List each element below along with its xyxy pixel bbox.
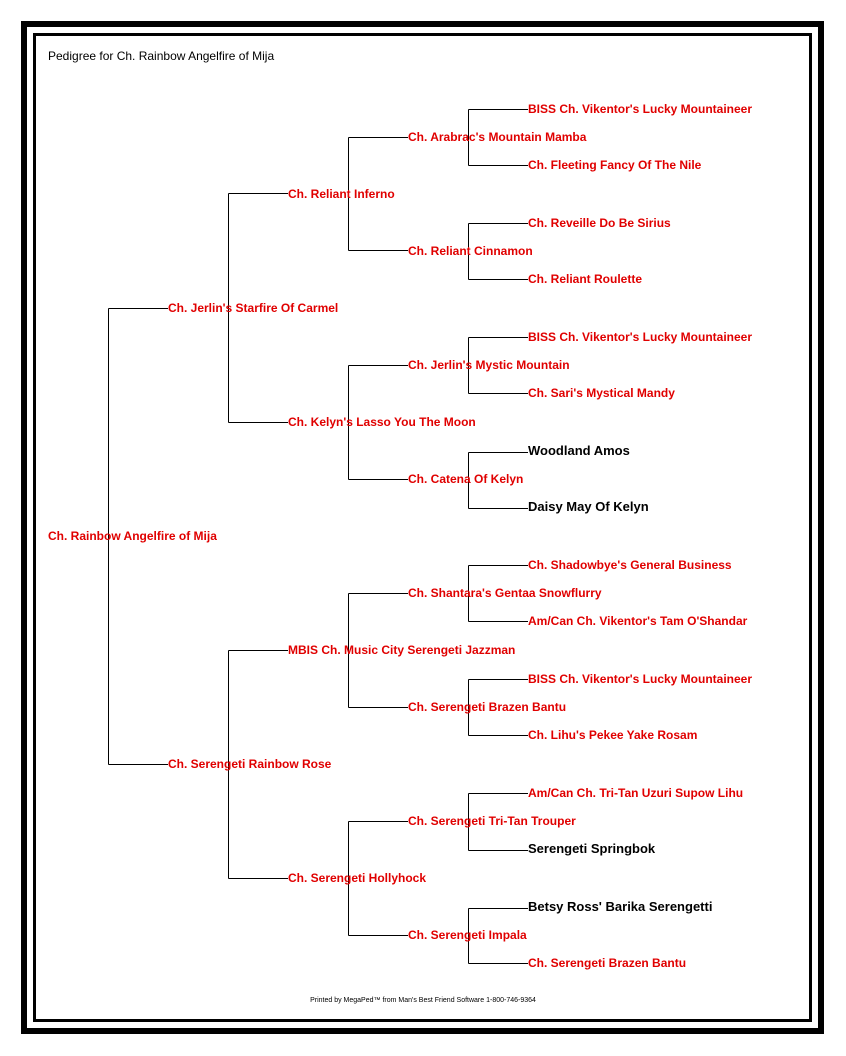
sire-name: Ch. Jerlin's Starfire Of Carmel	[168, 301, 339, 315]
gen4-dsd-name: Ch. Serengeti Brazen Bantu	[408, 700, 567, 714]
gen4-ssd-name: Ch. Reliant Cinnamon	[408, 244, 533, 258]
gen5-dddd-name: Ch. Serengeti Brazen Bantu	[528, 956, 687, 970]
gen5-dssd-name: Am/Can Ch. Vikentor's Tam O'Shandar	[528, 614, 748, 628]
gen5-sssd-name: Ch. Fleeting Fancy Of The Nile	[528, 158, 702, 172]
gen4-ddd-name: Ch. Serengeti Impala	[408, 928, 527, 942]
gen5-ssds-name: Ch. Reveille Do Be Sirius	[528, 216, 671, 230]
gen5-ddss-name: Am/Can Ch. Tri-Tan Uzuri Supow Lihu	[528, 786, 744, 800]
gen4-dds-name: Ch. Serengeti Tri-Tan Trouper	[408, 814, 576, 828]
gen4-dss-name: Ch. Shantara's Gentaa Snowflurry	[408, 586, 602, 600]
outer-border	[21, 21, 824, 1034]
gen5-sdsd-name: Ch. Sari's Mystical Mandy	[528, 386, 675, 400]
dam-name: Ch. Serengeti Rainbow Rose	[168, 757, 332, 771]
dam-sire-name: MBIS Ch. Music City Serengeti Jazzman	[288, 643, 516, 657]
gen5-ssdd-name: Ch. Reliant Roulette	[528, 272, 643, 286]
gen5-sddd-name: Daisy May Of Kelyn	[528, 499, 649, 514]
inner-border	[33, 33, 812, 1022]
page-title: Pedigree for Ch. Rainbow Angelfire of Mi…	[48, 49, 275, 63]
gen5-ddsd-name: Serengeti Springbok	[528, 841, 656, 856]
subject-name: Ch. Rainbow Angelfire of Mija	[48, 529, 217, 543]
sire-dam-name: Ch. Kelyn's Lasso You The Moon	[288, 415, 476, 429]
sire-sire-name: Ch. Reliant Inferno	[288, 187, 395, 201]
printed-by-footer: Printed by MegaPed™ from Man's Best Frie…	[310, 997, 536, 1004]
dam-dam-name: Ch. Serengeti Hollyhock	[288, 871, 427, 885]
gen5-ssss-name: BISS Ch. Vikentor's Lucky Mountaineer	[528, 102, 753, 116]
gen5-sdss-name: BISS Ch. Vikentor's Lucky Mountaineer	[528, 330, 753, 344]
gen4-sds-name: Ch. Jerlin's Mystic Mountain	[408, 358, 570, 372]
gen5-dsdd-name: Ch. Lihu's Pekee Yake Rosam	[528, 728, 698, 742]
gen5-dsss-name: Ch. Shadowbye's General Business	[528, 558, 732, 572]
gen5-dsds-name: BISS Ch. Vikentor's Lucky Mountaineer	[528, 672, 753, 686]
gen4-sss-name: Ch. Arabrac's Mountain Mamba	[408, 130, 587, 144]
gen4-sdd-name: Ch. Catena Of Kelyn	[408, 472, 524, 486]
gen5-ddds-name: Betsy Ross' Barika Serengetti	[528, 899, 713, 914]
gen5-sdds-name: Woodland Amos	[528, 443, 630, 458]
